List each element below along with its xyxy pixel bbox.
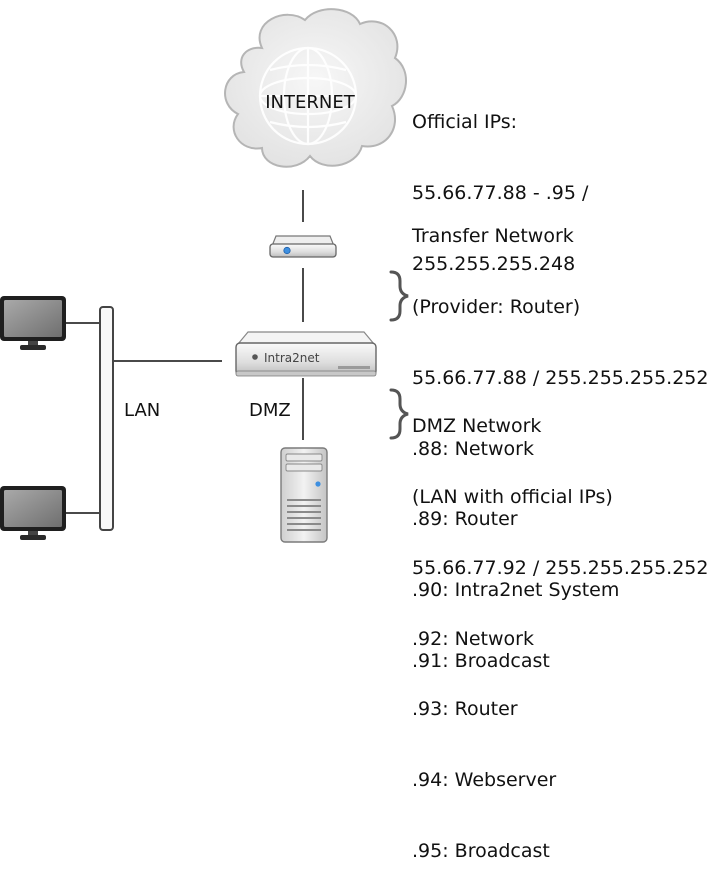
dmz-network-line: .93: Router — [412, 698, 518, 721]
transfer-network-line: (Provider: Router) — [412, 295, 581, 318]
dmz-brace — [389, 388, 409, 440]
transfer-network-line: Transfer Network — [412, 225, 574, 248]
webserver-icon — [280, 447, 328, 543]
intra2net-brand: Intra2net — [264, 351, 320, 365]
lan-bus — [99, 306, 114, 531]
intra2net-appliance-icon: Intra2net — [235, 331, 377, 377]
dmz-network-block: DMZ Network (LAN with official IPs) 55.6… — [412, 368, 709, 887]
transfer-network-line: 55.66.77.88 / 255.255.255.252 — [412, 366, 709, 389]
dmz-network-line: (LAN with official IPs) — [412, 485, 613, 508]
dmz-network-line: DMZ Network — [412, 415, 542, 438]
workstation-monitor-top-icon — [0, 296, 66, 350]
official-ips-line: Official IPs: — [412, 111, 518, 134]
network-diagram: INTERNET Intra2net — [0, 8, 409, 543]
transfer-network-line: .88: Network — [412, 437, 534, 460]
dmz-network-line: .94: Webserver — [412, 769, 557, 792]
official-ips-line: 55.66.77.88 - .95 / — [412, 181, 589, 204]
internet-label: INTERNET — [265, 92, 355, 113]
workstation-monitor-bottom-icon — [0, 486, 66, 540]
official-ips-line: 255.255.255.248 — [412, 252, 576, 275]
lan-label: LAN — [124, 400, 161, 421]
globe-icon — [258, 46, 358, 146]
dmz-network-line: .95: Broadcast — [412, 839, 550, 862]
official-ips-block: Official IPs: 55.66.77.88 - .95 / 255.25… — [412, 64, 588, 300]
dmz-network-line: 55.66.77.92 / 255.255.255.252 — [412, 556, 709, 579]
dmz-label: DMZ — [249, 400, 291, 421]
provider-router-icon — [269, 235, 337, 258]
internet-cloud: INTERNET — [224, 8, 408, 168]
transfer-brace — [389, 270, 409, 322]
dmz-network-line: .92: Network — [412, 627, 534, 650]
transfer-network-line: .89: Router — [412, 508, 518, 531]
